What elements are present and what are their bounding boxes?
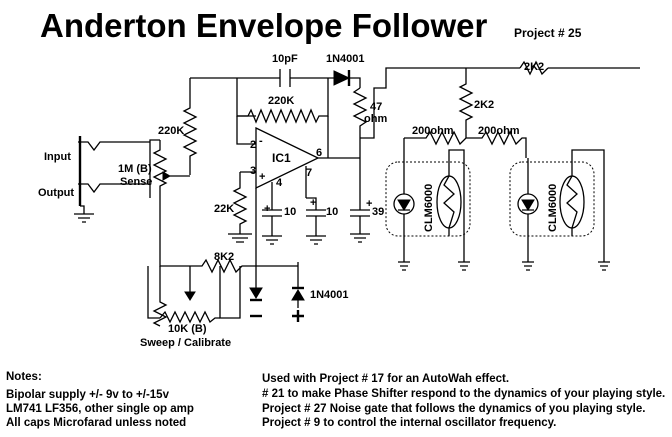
- label-cap-plus-b: +: [310, 197, 316, 209]
- sense-pot: [149, 139, 190, 198]
- resistor-22k: [228, 172, 252, 243]
- label-sweep-value: 10K (B): [168, 323, 207, 335]
- capacitor-10-b: [306, 197, 326, 245]
- feedback-network: [190, 69, 361, 158]
- diode-top-symbol: [333, 70, 351, 86]
- resistor-2k2-vertical: [403, 68, 527, 158]
- note-line-2: LM741 LF356, other single op amp: [6, 403, 194, 415]
- notes-heading: Notes:: [6, 371, 42, 383]
- label-pin6: 6: [316, 147, 322, 159]
- label-1n4001-top: 1N4001: [326, 53, 365, 65]
- label-220k-input: 220K: [158, 125, 184, 137]
- label-sweep-name: Sweep / Calibrate: [140, 337, 231, 349]
- label-1n4001-bottom: 1N4001: [310, 289, 349, 301]
- label-input: Input: [44, 151, 71, 163]
- label-pin4: 4: [276, 177, 283, 189]
- label-39: 39: [372, 206, 384, 218]
- label-cap-plus-a: +: [264, 203, 270, 215]
- label-47-ohm: ohm: [364, 113, 387, 125]
- label-10pf: 10pF: [272, 53, 298, 65]
- label-sense-name: Sense: [120, 176, 152, 188]
- note-line-1: Bipolar supply +/- 9v to +/-15v: [6, 389, 170, 401]
- output-network: [350, 60, 640, 243]
- label-pin7: 7: [306, 167, 312, 179]
- label-pin2: 2: [250, 139, 256, 151]
- label-220k-feedback: 220K: [268, 95, 294, 107]
- usage-line-3: Project # 27 Noise gate that follows the…: [262, 403, 645, 415]
- label-22k: 22K: [214, 203, 234, 215]
- usage-line-2: # 21 to make Phase Shifter respond to th…: [262, 388, 665, 400]
- title: Anderton Envelope Follower: [40, 7, 488, 44]
- label-200ohm-a: 200ohm: [412, 125, 454, 137]
- label-ic1: IC1: [272, 151, 291, 165]
- capacitor-10pf-symbol: [279, 69, 291, 87]
- label-10-a: 10: [284, 206, 296, 218]
- label-sense-value: 1M (B): [118, 163, 152, 175]
- label-2k2-top: 2K2: [524, 61, 544, 73]
- ground-symbols-right: [398, 261, 610, 271]
- label-output: Output: [38, 187, 74, 199]
- io-jacks: [74, 136, 150, 223]
- label-opamp-plus: +: [259, 171, 265, 183]
- resistor-220k-input: [182, 78, 198, 175]
- label-10-b: 10: [326, 206, 338, 218]
- supply-plus-symbol: [292, 310, 304, 322]
- label-clm6000-a: CLM6000: [423, 184, 435, 232]
- usage-line-4: Project # 9 to control the internal osci…: [262, 417, 556, 429]
- label-8k2: 8K2: [214, 251, 234, 263]
- clm6000-a: [385, 149, 471, 262]
- label-200ohm-b: 200ohm: [478, 125, 520, 137]
- project-number: Project # 25: [514, 26, 582, 40]
- label-pin3: 3: [250, 165, 256, 177]
- usage-line-1: Used with Project # 17 for an AutoWah ef…: [262, 373, 509, 385]
- label-clm6000-b: CLM6000: [547, 184, 559, 232]
- supply-network: [147, 188, 305, 327]
- label-cap-plus-39: +: [366, 198, 372, 210]
- op-amp-ic1: [240, 126, 360, 198]
- label-2k2-vertical: 2K2: [474, 99, 494, 111]
- note-line-3: All caps Microfarad unless noted: [6, 417, 186, 429]
- capacitor-10-a: [262, 198, 282, 245]
- label-47: 47: [370, 101, 382, 113]
- label-opamp-minus: -: [259, 135, 263, 147]
- clm6000-b: [509, 149, 605, 262]
